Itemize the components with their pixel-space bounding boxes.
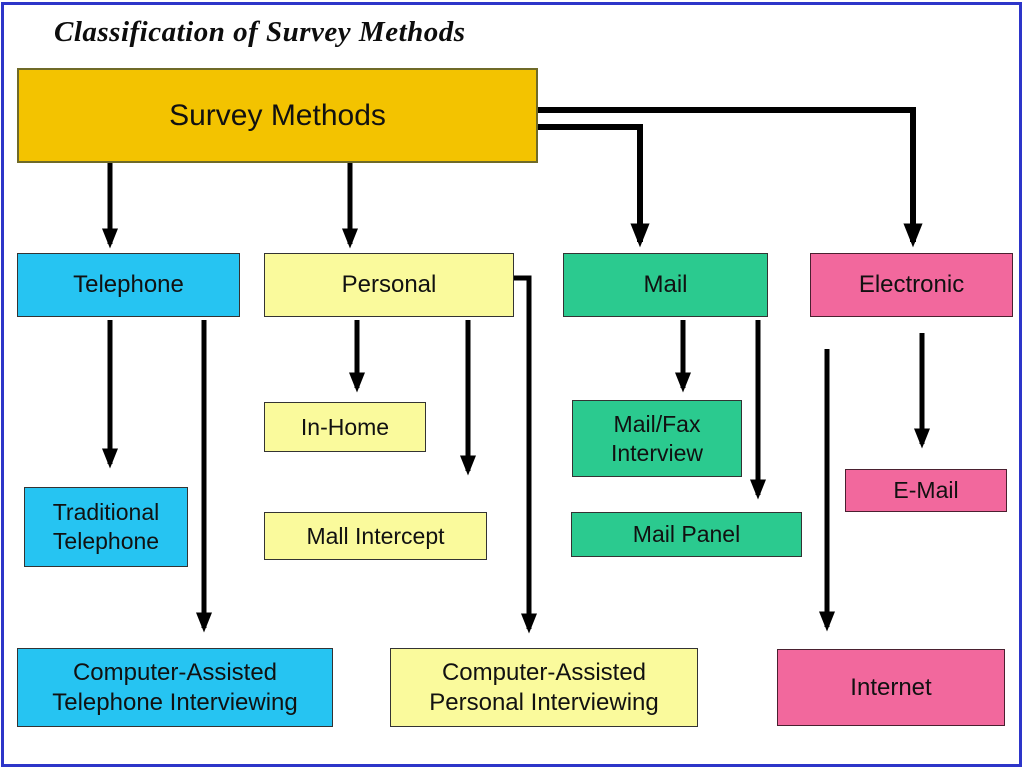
- node-mail-panel: Mail Panel: [571, 512, 802, 557]
- node-survey-methods: Survey Methods: [17, 68, 538, 163]
- node-computer-assisted-personal-interviewing: Computer-Assisted Personal Interviewing: [390, 648, 698, 727]
- node-personal: Personal: [264, 253, 514, 317]
- arrow-personal-capi: [514, 275, 538, 634]
- node-mall-intercept: Mall Intercept: [264, 512, 487, 560]
- node-mail: Mail: [563, 253, 768, 317]
- node-traditional-telephone: Traditional Telephone: [24, 487, 188, 567]
- diagram-title: Classification of Survey Methods: [54, 16, 466, 48]
- node-electronic: Electronic: [810, 253, 1013, 317]
- node-telephone: Telephone: [17, 253, 240, 317]
- arrow-survey-electronic: [538, 107, 923, 248]
- node-computer-assisted-telephone-interviewing: Computer-Assisted Telephone Interviewing: [17, 648, 333, 727]
- node-internet: Internet: [777, 649, 1005, 726]
- node-mail-fax-interview: Mail/Fax Interview: [572, 400, 742, 477]
- node-e-mail: E-Mail: [845, 469, 1007, 512]
- node-in-home: In-Home: [264, 402, 426, 452]
- arrow-survey-mail: [538, 124, 650, 248]
